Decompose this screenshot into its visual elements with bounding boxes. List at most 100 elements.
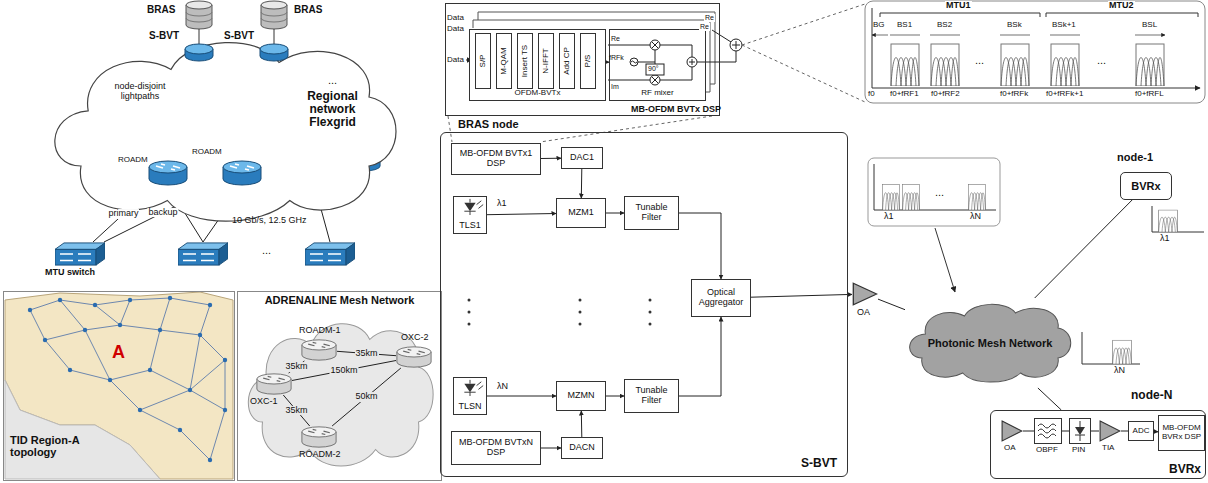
path-part [935,228,955,292]
circle-part [649,323,652,326]
node-text: TLS1 [459,221,481,231]
circle-part [83,328,87,332]
router-shape [148,160,188,186]
use-part [178,243,228,265]
edge-label: 35km [284,406,308,416]
connector [606,213,624,214]
use-part [883,184,900,210]
circle-part [223,358,227,362]
path-part [732,41,740,49]
use-part [55,243,105,265]
node-text: ROADM-1 [299,326,341,336]
circle-part [730,39,742,51]
ofdm-stage: M-QAM [496,33,512,89]
annotation-label: MTU2 [1108,1,1135,11]
line-part [120,300,130,325]
use-part [931,44,959,86]
node-text: Photonic Mesh Network [928,337,1053,349]
line-part [140,390,190,410]
annotation-label: f0+fRF1 [890,90,919,99]
node-text: MZM1 [568,208,594,218]
node-text: MTU switch [45,268,95,278]
connector [581,411,583,437]
use-part [1001,44,1029,86]
circle-part [188,388,192,392]
use-part [1051,44,1079,86]
node-text: BVRx [1169,463,1201,476]
line-part [200,305,210,335]
path-part [652,42,658,83]
router-shape [222,160,262,186]
connector [679,317,721,396]
node-text: TIA [1102,444,1114,453]
rect-part [3,291,235,481]
dsp-box: MB-OFDM BVRx DSP [1158,415,1205,451]
mesh-panel: ADRENALINE Mesh NetworkROADM-1OXC-2ROADM… [237,291,442,481]
node-text: MZMN [568,391,595,401]
tri-shape [1099,420,1121,442]
annotation-label: λ1 [884,212,894,222]
node-text: ROADM [118,156,148,165]
photodiode-symbol: PIN [1069,418,1091,444]
dsp-box: MB-OFDM BVTxN DSP [451,431,541,465]
line-part [30,300,60,310]
amplifier-symbol: OA [1001,420,1023,442]
rect-part [646,64,664,75]
node-text: S/P [479,55,487,68]
path-part [5,380,160,479]
use-part [1002,421,1022,441]
node-text: ADC [1133,427,1150,436]
amplifier-symbol: OA [852,282,878,306]
line-part [85,330,110,380]
circle-part [198,333,202,337]
use-part [305,243,355,265]
node-text: OA [1004,444,1016,453]
node-text: TID Region-A topology [10,434,96,458]
path-part [742,4,865,102]
ofdm-stage: P/S [580,33,596,89]
annotation-label: ... [935,186,944,198]
annotation-label: Data [447,14,464,23]
bras-server: BRASS-BVT [183,0,215,62]
connector [1038,388,1061,410]
node-text: ADRENALINE Mesh Network [265,294,415,306]
use-part [464,380,483,396]
annotation-label: BSL [1142,21,1157,30]
node-text: BRAS [147,4,175,15]
use-part [302,427,336,447]
line-part [45,340,70,370]
annotation-label: Data [447,56,464,65]
node-text: Tunable Filter [627,386,676,406]
circle-part [108,378,112,382]
line-part [180,430,210,460]
node-text: Insert TS [521,45,529,77]
connector [1062,431,1069,432]
use-part [257,374,291,394]
annotation-label: A [112,343,125,363]
annotation-label: 10 Gb/s, 12.5 GHz [232,216,307,226]
node-text: N-IFFT [542,48,550,73]
annotation-label: λN [497,382,508,392]
line-part [130,298,170,300]
annotation-label: Re [611,35,620,43]
oxc-icon: OXC-2 [396,346,432,368]
connector [1035,200,1132,298]
path-part [872,35,1165,36]
annotation-label: node-disjoint lightpaths [112,82,168,102]
line-part [190,390,225,410]
annotation-label: BSk [1007,21,1022,30]
node-text: TLSN [458,402,481,412]
circle-part [43,338,47,342]
connector [283,395,309,426]
transmitter-panel: S-BVTMB-OFDM BVTx1 DSPDAC1TLS1MZM1Tunabl… [440,132,848,477]
node-text: node-N [1131,389,1172,402]
line-part [170,298,210,305]
use-part [891,44,919,86]
node-text: MB-OFDM BVTx DSP [631,105,721,115]
node-text: MB-OFDM BVTx1 DSP [454,149,538,169]
circle-part [468,323,471,326]
path-part [448,116,712,142]
connector [541,448,561,449]
sbvt-dots [468,299,652,326]
